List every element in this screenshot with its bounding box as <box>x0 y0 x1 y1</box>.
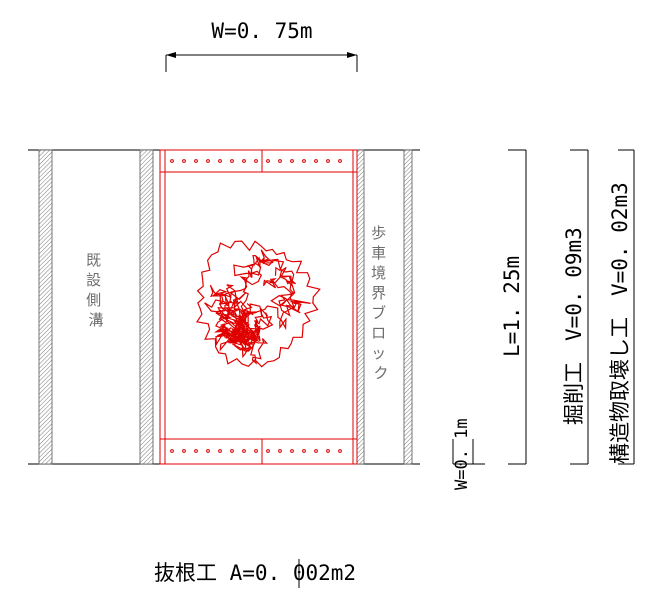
strip-dot <box>278 159 282 163</box>
channel-wall-left <box>38 149 53 465</box>
strip-dot <box>230 449 234 453</box>
curb-char-2: 車 <box>371 244 386 262</box>
strip-dot <box>290 159 294 163</box>
curb-char-6: ロ <box>371 324 386 342</box>
length-label: L=1. 25m <box>500 256 524 357</box>
channel-wall-right <box>139 149 154 465</box>
strip-dot <box>218 159 222 163</box>
strip-dot <box>242 449 246 453</box>
strip-dot <box>242 159 246 163</box>
strip-dot <box>266 449 270 453</box>
demolition-label: 構造物取壊し工 V=0. 02m3 <box>608 182 632 464</box>
strip-dot <box>278 449 282 453</box>
top-width-label: W=0. 75m <box>211 19 312 43</box>
curb-label: 歩 車 境 界 ブ ロ ッ ク <box>371 224 391 382</box>
root-removal-label: 抜根工 A=0. 002m2 <box>154 561 356 585</box>
side-channel-char-4: 溝 <box>88 311 103 329</box>
curb-block <box>356 149 365 465</box>
strip-dot <box>254 159 258 163</box>
strip-dot <box>194 159 198 163</box>
strip-dot <box>290 449 294 453</box>
root-removal: 抜根工 A=0. 002m2 <box>154 559 356 588</box>
excavation-label: 掘削工 V=0. 09m3 <box>562 227 586 425</box>
strip-dots <box>170 159 342 453</box>
strip-dot <box>338 449 342 453</box>
tree-root-symbol <box>196 240 321 368</box>
strip-dot <box>170 159 174 163</box>
curb-char-7: ッ <box>371 344 386 362</box>
bottom-width-dimension: W=0. 1m <box>452 418 485 490</box>
strip-dot <box>326 159 330 163</box>
strip-dot <box>314 449 318 453</box>
strip-dot <box>218 449 222 453</box>
demolition-dimension: 構造物取壊し工 V=0. 02m3 <box>608 149 635 465</box>
plan-view: 既 設 側 溝 歩 車 境 界 ブ ロ ッ ク <box>28 149 420 465</box>
curb-char-8: ク <box>373 364 388 382</box>
strip-dot <box>194 449 198 453</box>
strip-dot <box>206 449 210 453</box>
side-channel-char-3: 側 <box>86 291 101 309</box>
curb-char-1: 歩 <box>371 224 386 242</box>
side-channel-char-1: 既 <box>86 251 101 269</box>
strip-dot <box>170 449 174 453</box>
strip-dot <box>254 449 258 453</box>
strip-dot <box>314 159 318 163</box>
strip-dot <box>326 449 330 453</box>
strip-dot <box>182 159 186 163</box>
curb-char-3: 境 <box>371 264 386 282</box>
strip-dot <box>206 159 210 163</box>
curb-char-5: ブ <box>371 304 386 322</box>
side-channel-char-2: 設 <box>86 271 101 289</box>
strip-dot <box>182 449 186 453</box>
bottom-width-label: W=0. 1m <box>452 418 472 490</box>
strip-dot <box>338 159 342 163</box>
strip-dot <box>302 159 306 163</box>
outer-wall-right <box>403 149 413 465</box>
strip-dot <box>230 159 234 163</box>
excavation-dimension: 掘削工 V=0. 09m3 <box>562 149 589 465</box>
top-width-dimension: W=0. 75m <box>165 19 358 72</box>
side-channel-label: 既 設 側 溝 <box>86 251 106 329</box>
strip-dot <box>266 159 270 163</box>
excavation-outline <box>159 149 358 465</box>
length-dimension: L=1. 25m <box>500 149 527 465</box>
excavation-area <box>159 149 358 465</box>
strip-dot <box>302 449 306 453</box>
curb-char-4: 界 <box>371 284 386 302</box>
